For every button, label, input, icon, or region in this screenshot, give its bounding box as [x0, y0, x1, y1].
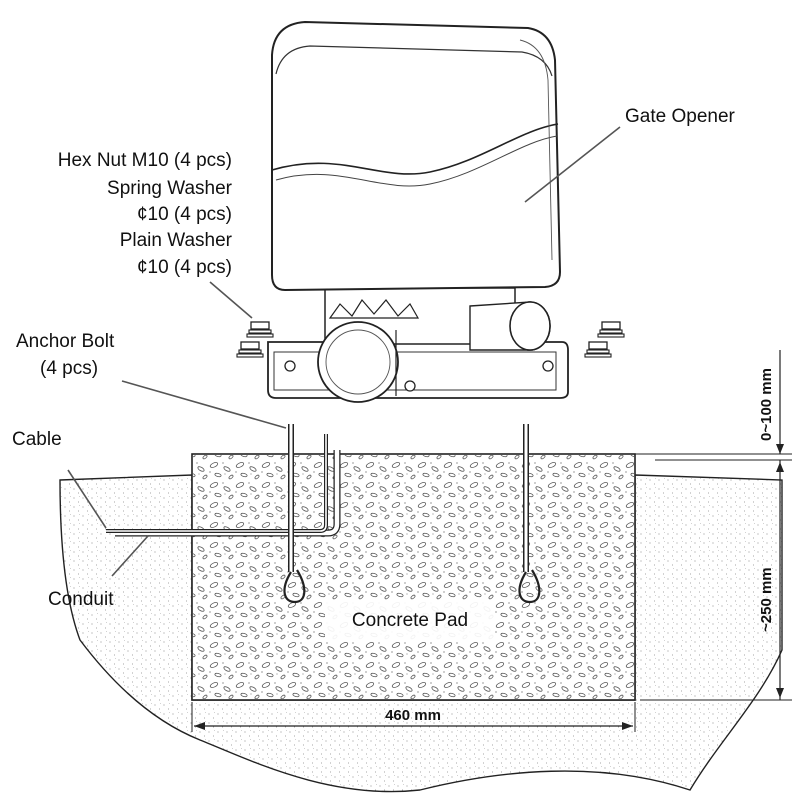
anchor-bolt-right	[518, 424, 541, 604]
dimension-pad-depth: ~250 mm	[640, 460, 792, 701]
spring-washer-label: Spring Washer	[107, 178, 233, 199]
dimension-pad-depth-label: ~250 mm	[758, 567, 775, 632]
hex-nut-label: Hex Nut M10 (4 pcs)	[58, 150, 232, 171]
anchor-bolt-label: Anchor Bolt	[16, 331, 115, 352]
dimension-pad-width-label: 460 mm	[385, 707, 441, 724]
hex-nut-washer-set	[236, 321, 625, 358]
conduit-label: Conduit	[48, 589, 114, 610]
gate-opener-label: Gate Opener	[625, 106, 736, 127]
plain-washer-label: Plain Washer	[120, 230, 233, 251]
concrete-pad-label: Concrete Pad	[352, 610, 468, 631]
spring-washer-size-label: ¢10 (4 pcs)	[137, 204, 232, 225]
dimension-bolt-protrusion-label: 0~100 mm	[758, 368, 775, 441]
gate-opener-cover	[271, 20, 562, 292]
leader-lines	[67, 126, 621, 577]
ground-soil	[59, 474, 783, 793]
plain-washer-size-label: ¢10 (4 pcs)	[137, 257, 232, 278]
anchor-bolt-qty-label: (4 pcs)	[40, 358, 98, 379]
cable-label: Cable	[12, 429, 62, 450]
anchor-bolt-left	[283, 424, 306, 604]
dimension-bolt-protrusion: 0~100 mm	[580, 350, 792, 461]
dimension-pad-width: 460 mm	[191, 702, 636, 732]
